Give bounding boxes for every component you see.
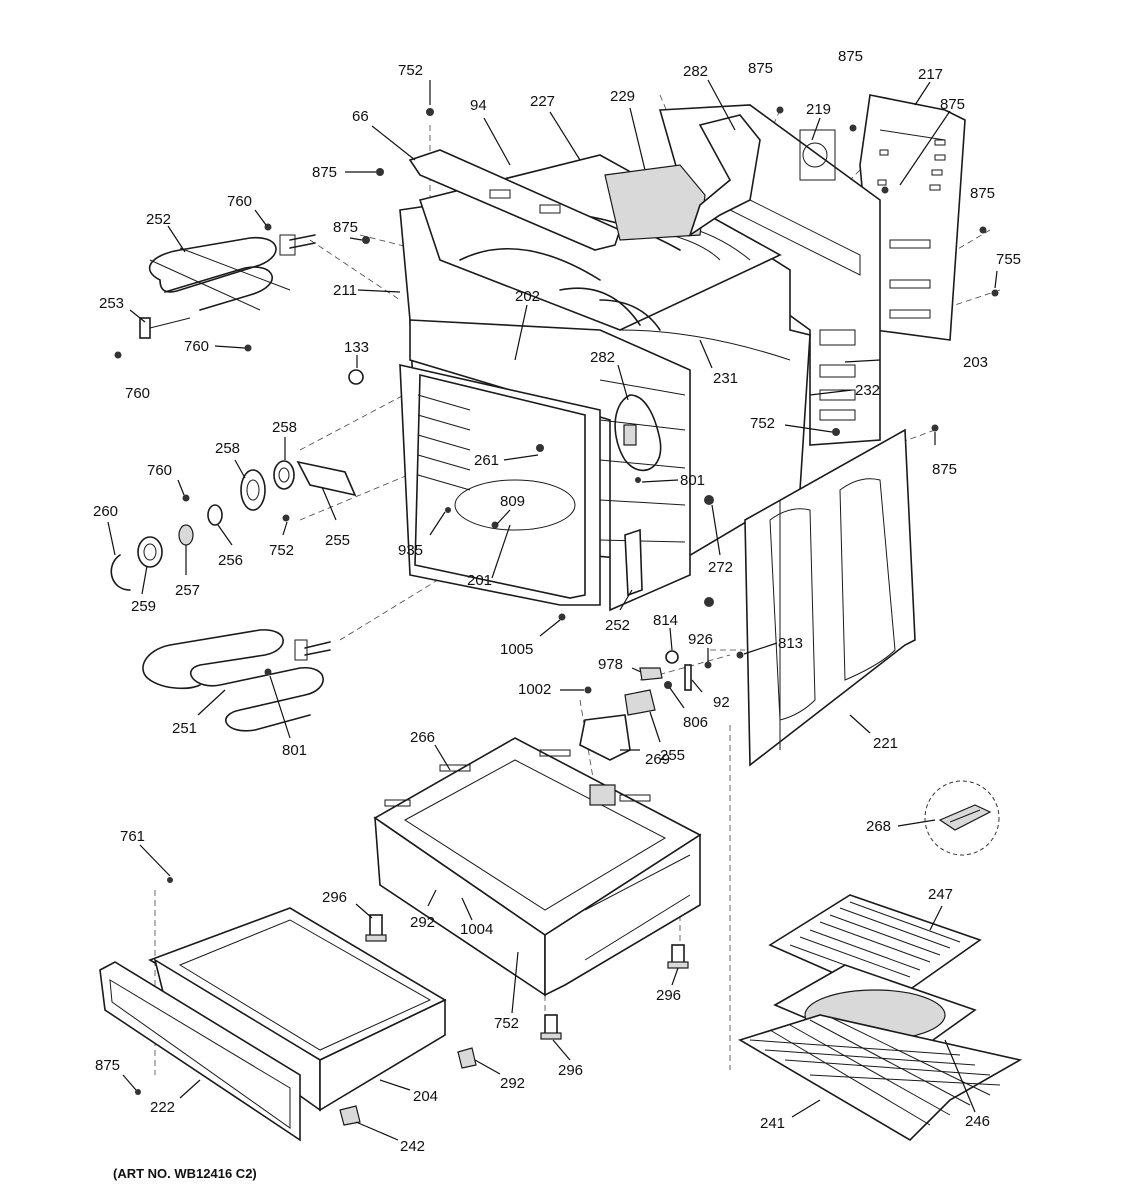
part-label: 814 xyxy=(653,612,678,629)
part-label: 203 xyxy=(963,354,988,371)
part-label: 251 xyxy=(172,720,197,737)
top-front-trim xyxy=(408,149,621,251)
part-label: 875 xyxy=(970,185,995,202)
part-label: 296 xyxy=(656,987,681,1004)
part-label: 247 xyxy=(928,886,953,903)
part-label: 221 xyxy=(873,735,898,752)
part-label: 211 xyxy=(333,282,357,299)
part-label: 760 xyxy=(147,462,172,479)
part-label: 261 xyxy=(474,452,499,469)
part-label: 255 xyxy=(325,532,350,549)
part-label: 66 xyxy=(352,108,369,125)
insulation-blanket xyxy=(604,164,706,241)
rear-cover-panel xyxy=(859,94,966,341)
part-label: 875 xyxy=(940,96,965,113)
part-label: 255 xyxy=(660,747,685,764)
part-label: 801 xyxy=(680,472,705,489)
part-label: 875 xyxy=(312,164,337,181)
part-label: 1002 xyxy=(518,681,551,698)
oven-sensor xyxy=(614,394,662,483)
terminal-block xyxy=(579,689,656,761)
part-label: 260 xyxy=(93,503,118,520)
part-label: 242 xyxy=(400,1138,425,1155)
part-label: 92 xyxy=(713,694,730,711)
part-label: 217 xyxy=(918,66,943,83)
part-label: 201 xyxy=(467,572,492,589)
part-label: 292 xyxy=(500,1075,525,1092)
part-label: 266 xyxy=(410,729,435,746)
part-label: 1004 xyxy=(460,921,493,938)
part-label: 272 xyxy=(708,559,733,576)
part-label: 752 xyxy=(398,62,423,79)
element-bracket xyxy=(139,317,191,339)
detail-inset xyxy=(924,780,1000,856)
part-label: 1005 xyxy=(500,641,533,658)
part-label: 806 xyxy=(683,714,708,731)
part-label: 755 xyxy=(996,251,1021,268)
part-label: 926 xyxy=(688,631,713,648)
part-label: 282 xyxy=(590,349,615,366)
part-label: 219 xyxy=(806,101,831,118)
part-label: 246 xyxy=(965,1113,990,1130)
part-label: 752 xyxy=(269,542,294,559)
part-label: 760 xyxy=(184,338,209,355)
hinge-bracket xyxy=(624,528,643,597)
oven-rack xyxy=(738,1014,1023,1142)
part-label: 761 xyxy=(120,828,145,845)
storage-drawer xyxy=(99,907,447,1142)
part-label: 227 xyxy=(530,93,555,110)
part-label: 204 xyxy=(413,1088,438,1105)
part-label: 256 xyxy=(218,552,243,569)
part-label: 752 xyxy=(750,415,775,432)
part-label: 222 xyxy=(150,1099,175,1116)
part-label: 258 xyxy=(215,440,240,457)
part-label: 809 xyxy=(500,493,525,510)
base-frame xyxy=(373,737,702,997)
part-label: 94 xyxy=(470,97,487,114)
part-label: 229 xyxy=(610,88,635,105)
part-label: 292 xyxy=(410,914,435,931)
part-label: 813 xyxy=(778,635,803,652)
part-label: 875 xyxy=(932,461,957,478)
vent-duct xyxy=(688,114,761,237)
part-label: 875 xyxy=(95,1057,120,1074)
part-label: 875 xyxy=(748,60,773,77)
part-label: 978 xyxy=(598,656,623,673)
part-label: 935 xyxy=(398,542,423,559)
part-number-labels: 752 94 227 229 282 875 875 217 66 219 87… xyxy=(93,48,1021,1181)
side-panel xyxy=(744,428,916,767)
part-label: 241 xyxy=(760,1115,785,1132)
broil-element xyxy=(142,629,331,732)
leader-lines xyxy=(107,79,998,1141)
leveling-legs xyxy=(365,914,689,1040)
part-label: 801 xyxy=(282,742,307,759)
part-label: 752 xyxy=(494,1015,519,1032)
part-label: 253 xyxy=(99,295,124,312)
part-label: 875 xyxy=(333,219,358,236)
screws xyxy=(114,106,999,1095)
part-label: 133 xyxy=(344,339,369,356)
part-label: 296 xyxy=(558,1062,583,1079)
oven-light-assembly xyxy=(110,460,357,591)
part-label: 760 xyxy=(227,193,252,210)
part-label: 282 xyxy=(683,63,708,80)
part-label: 259 xyxy=(131,598,156,615)
broiler-pan xyxy=(768,894,982,1061)
part-label: 252 xyxy=(605,617,630,634)
part-label: 232 xyxy=(855,382,880,399)
part-label: 257 xyxy=(175,582,200,599)
part-label: 296 xyxy=(322,889,347,906)
part-label: 760 xyxy=(125,385,150,402)
oven-liner xyxy=(399,319,691,612)
part-label: 252 xyxy=(146,211,171,228)
part-label: 231 xyxy=(713,370,738,387)
part-label: 875 xyxy=(838,48,863,65)
part-label: 269 xyxy=(645,751,670,768)
bake-element xyxy=(148,234,316,311)
part-label: 268 xyxy=(866,818,891,835)
art-number: (ART NO. WB12416 C2) xyxy=(113,1166,257,1181)
part-label: 258 xyxy=(272,419,297,436)
part-label: 202 xyxy=(515,288,540,305)
